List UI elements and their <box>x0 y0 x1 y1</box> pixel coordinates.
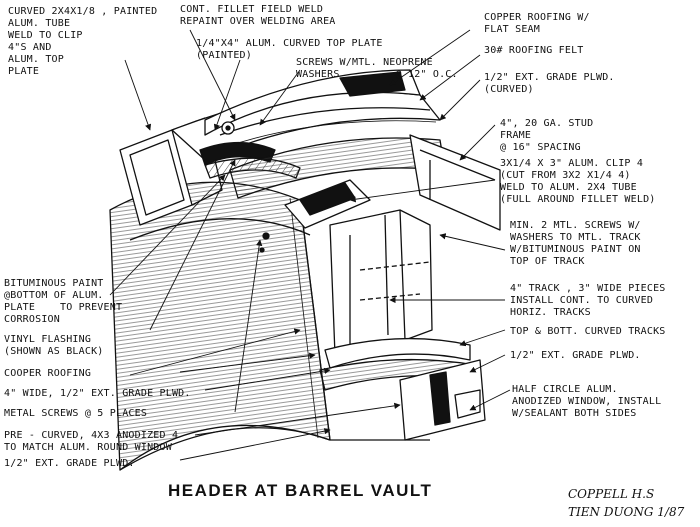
label-alum-clip: 3x1/4 x 3" ALUM. CLIP 4 (CUT FROM 3x2 x1… <box>500 158 656 205</box>
label-metal-screws: METAL SCREWS @ 5 PLACES <box>4 408 148 419</box>
vault-face-edge <box>299 199 331 441</box>
author-school: COPPELL H.S <box>568 487 655 501</box>
label-ext-plwd-curved: 1/2" EXT. GRADE PLWD. (CURVED) <box>484 72 615 95</box>
label-ext-plwd-left: 1/2" EXT. GRADE PLWD. <box>4 458 135 469</box>
vault-face <box>109 181 331 471</box>
drawing-title: HEADER AT BARREL VAULT <box>168 481 433 500</box>
label-half-circle-window: HALF CIRCLE ALUM. ANODIZED WINDOW, INSTA… <box>512 384 662 419</box>
label-precurved: PRE - CURVED, 4x3 ANODIZED 4 TO MATCH AL… <box>4 430 179 453</box>
label-curved-tube: CURVED 2x4x1/8 , PAINTED ALUM. TUBE WELD… <box>8 6 158 77</box>
label-ext-plwd-right: 1/2" EXT. GRADE PLWD. <box>510 350 641 361</box>
label-stud-frame: 4", 20 GA. STUD FRAME @ 16" SPACING <box>500 118 594 153</box>
author-name-date: TIEN DUONG 1/87 <box>568 505 685 519</box>
leader-lines <box>109 29 511 461</box>
stud-frame <box>409 134 501 231</box>
curved-tracks <box>324 337 471 369</box>
label-roofing-felt: 30# ROOFING FELT <box>484 45 584 56</box>
label-cooper-roofing: COOPER ROOFING <box>4 368 92 379</box>
label-curved-tracks: TOP & BOTT. CURVED TRACKS <box>510 326 666 337</box>
label-bituminous-paint: BITUMINOUS PAINT @BOTTOM OF ALUM. PLATE … <box>4 278 123 325</box>
label-mtl-screws-track: MIN. 2 MTL. SCREWS W/ WASHERS TO MTL. TR… <box>510 220 641 267</box>
label-vinyl-flashing: VINYL FLASHING (SHOWN AS BLACK) <box>4 334 104 357</box>
label-wide-plwd: 4" WIDE, 1/2" EXT. GRADE PLWD. <box>4 388 191 399</box>
vault-arc-inner <box>129 218 311 241</box>
label-fillet-weld: CONT. FILLET FIELD WELD REPAINT OVER WEL… <box>180 4 336 27</box>
vertical-track <box>329 209 406 356</box>
label-copper-roofing-top: COPPER ROOFING W/ FLAT SEAM <box>484 12 590 35</box>
label-track-pieces: 4" TRACK , 3" WIDE PIECES INSTALL CONT. … <box>510 283 666 318</box>
label-screws-neoprene: SCREWS W/MTL. NEOPRENE WASHERS @ 12" O.C… <box>296 57 458 80</box>
label-top-plate: 1/4"x4" ALUM. CURVED TOP PLATE (PAINTED) <box>196 38 383 61</box>
